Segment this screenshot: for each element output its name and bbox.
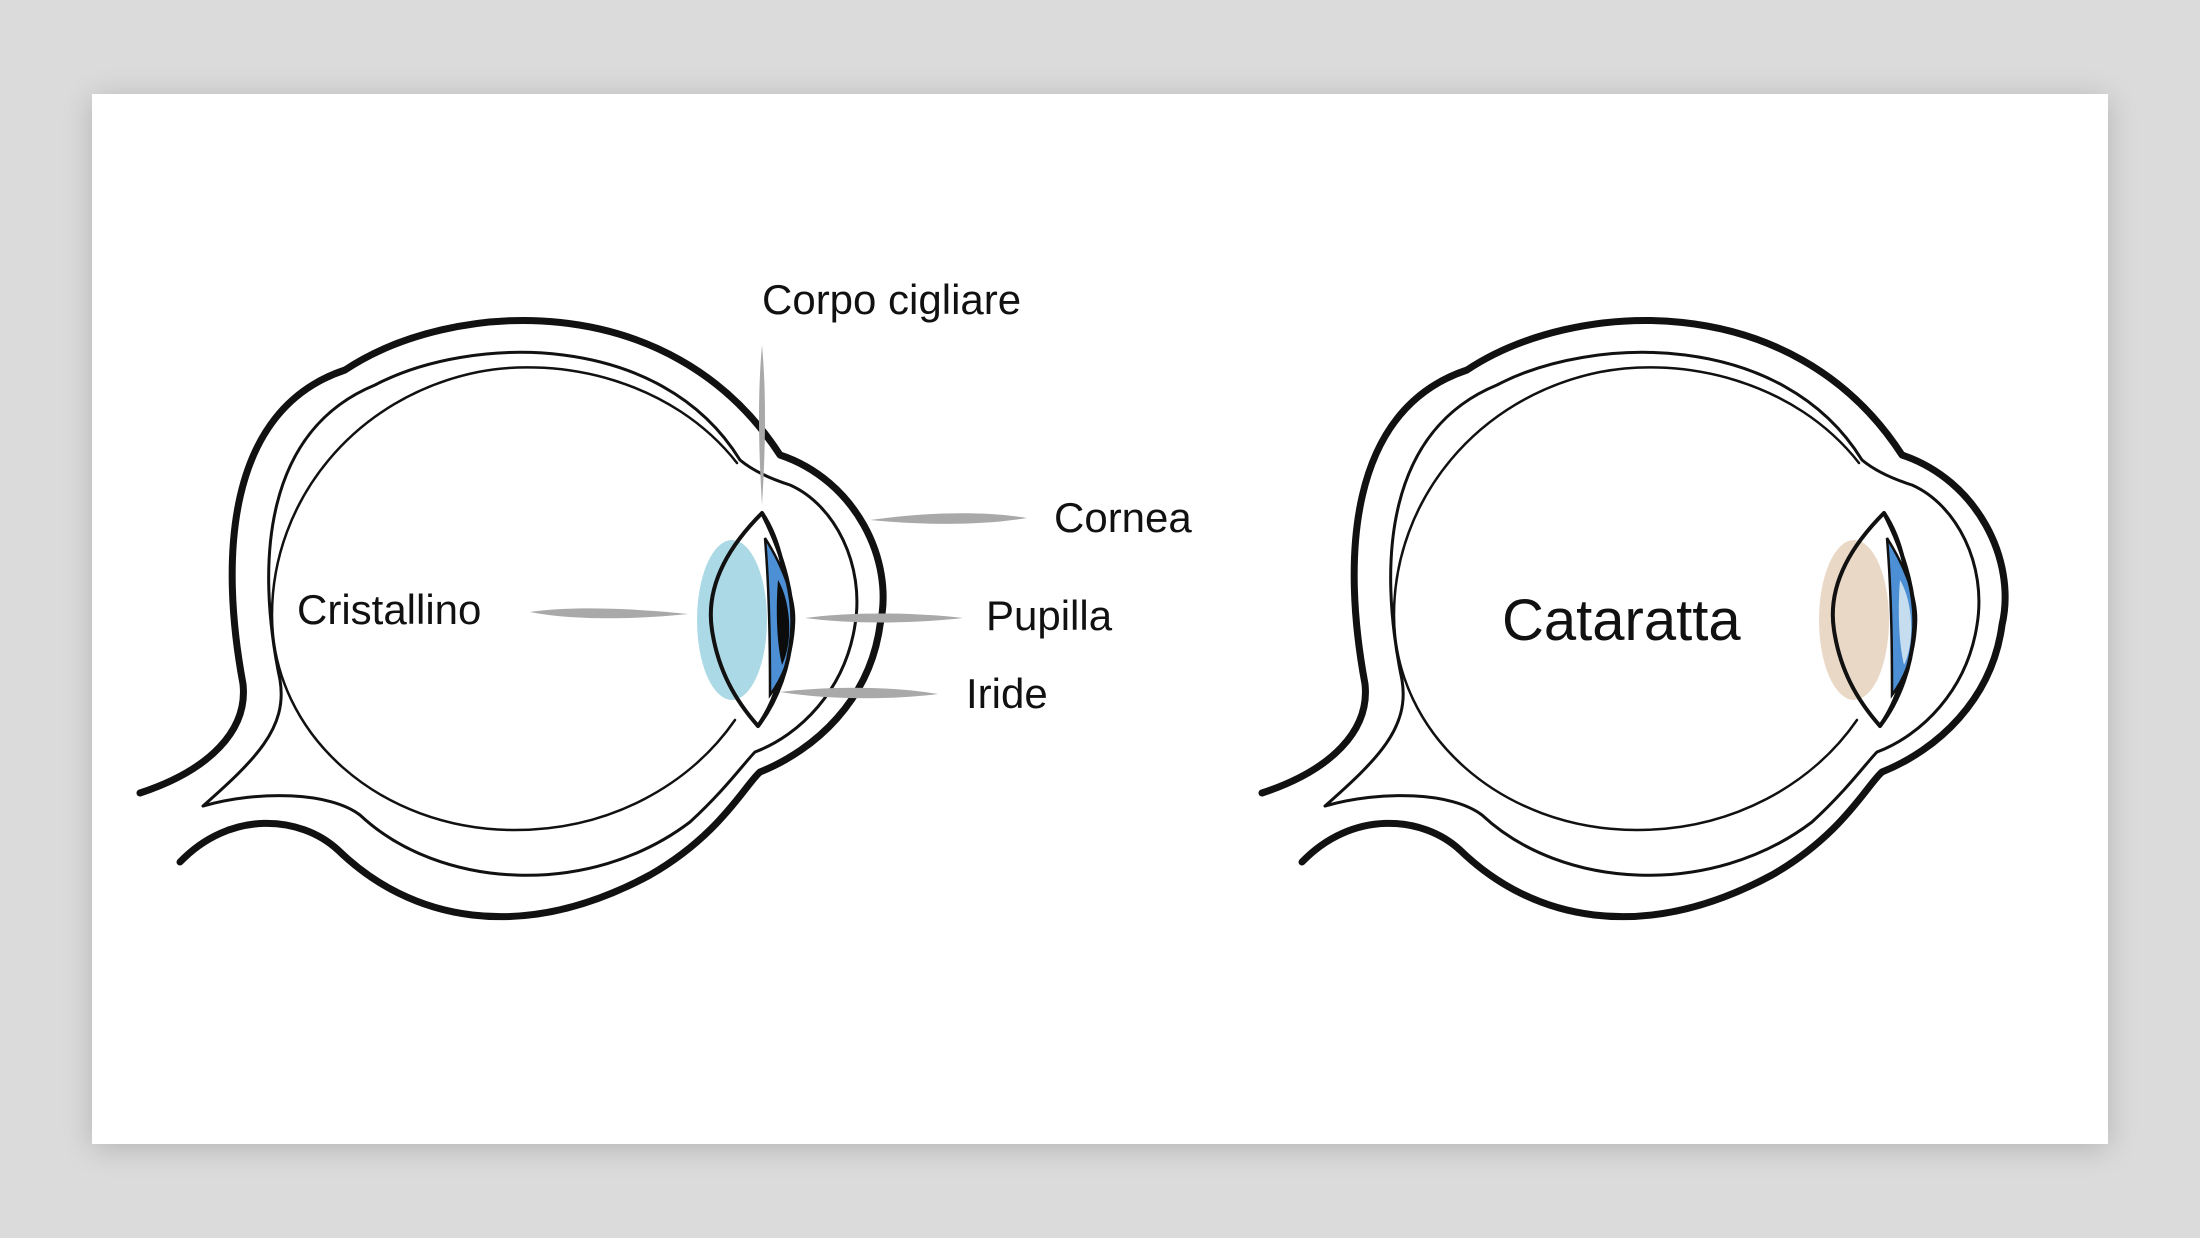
sclera-inner xyxy=(201,350,859,877)
cataract-eye: Cataratta xyxy=(1258,317,2009,921)
label-pupil: Pupilla xyxy=(986,592,1113,639)
normal-eye: Corpo cigliare Cornea Cristallino Pupill… xyxy=(136,276,1192,921)
lens-halo xyxy=(697,540,767,700)
leader-cornea xyxy=(870,513,1027,524)
label-ciliary-body: Corpo cigliare xyxy=(762,276,1021,323)
label-cataract: Cataratta xyxy=(1502,588,1741,653)
leader-ciliary-body xyxy=(759,345,765,505)
label-lens: Cristallino xyxy=(297,586,481,633)
cornea xyxy=(756,512,795,728)
cataract-halo xyxy=(1819,540,1889,700)
cornea xyxy=(1878,512,1917,728)
sclera-outer xyxy=(136,317,887,921)
leader-pupil xyxy=(805,613,963,623)
sclera-outer xyxy=(1258,317,2009,921)
pupil xyxy=(776,580,790,665)
label-iris: Iride xyxy=(966,670,1048,717)
retina xyxy=(270,366,739,832)
diagram-card xyxy=(92,94,2108,1144)
leader-iris xyxy=(780,687,938,699)
cloudy-pupil xyxy=(1898,580,1912,665)
retina xyxy=(1392,366,1861,832)
leader-lens xyxy=(530,608,688,619)
label-cornea: Cornea xyxy=(1054,494,1192,541)
sclera-inner xyxy=(1323,350,1981,877)
